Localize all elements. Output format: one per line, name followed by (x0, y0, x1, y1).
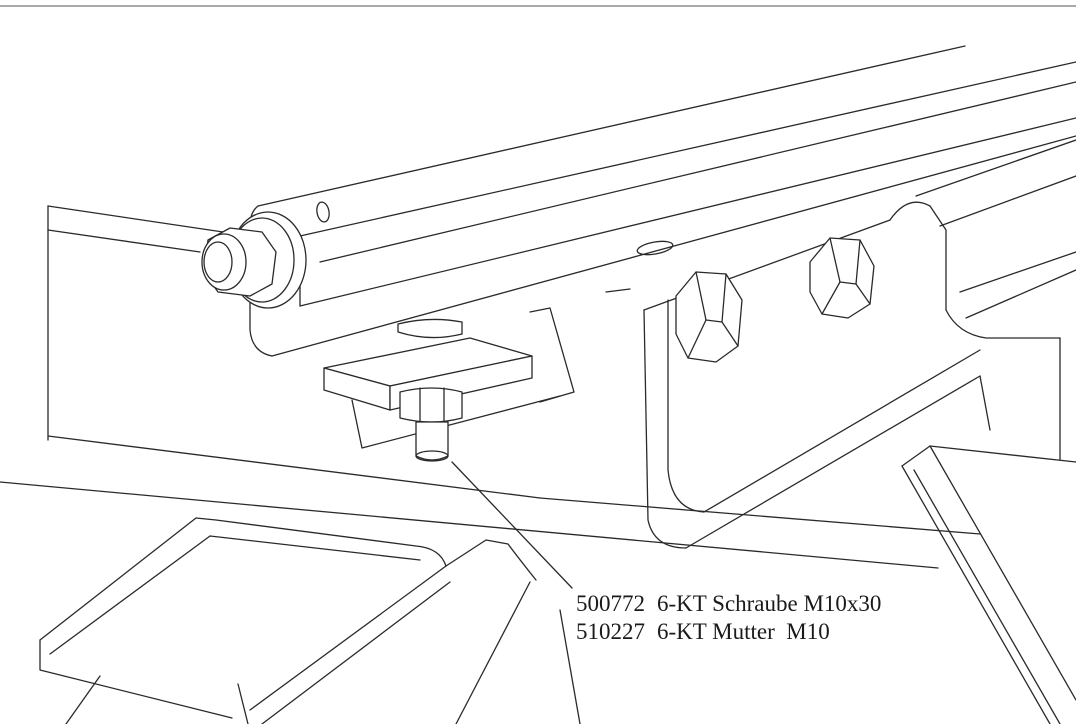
lower-left-plates (39, 517, 581, 724)
part-description-2: 6-KT Mutter M10 (657, 619, 830, 644)
part-number-1: 500772 (576, 591, 645, 616)
lower-members (0, 375, 991, 569)
hex-bolt-right (809, 237, 875, 319)
rail-hole (316, 201, 330, 223)
end-bolt (201, 211, 307, 309)
callout-leader (451, 461, 573, 589)
part-description-1: 6-KT Schraube M10x30 (657, 591, 881, 616)
clamp-assembly (323, 307, 575, 462)
part-number-2: 510227 (576, 619, 645, 644)
upper-rail (249, 45, 1076, 357)
hex-bolt-left (675, 271, 743, 363)
part-line-2: 510227 6-KT Mutter M10 (576, 619, 830, 644)
rail-slot (636, 240, 674, 256)
part-line-1: 500772 6-KT Schraube M10x30 (576, 591, 881, 616)
parts-callout: 500772 6-KT Schraube M10x30 510227 6-KT Mu… (576, 591, 881, 644)
lower-right-plate (901, 445, 1076, 724)
left-frame-plate (47, 205, 251, 441)
